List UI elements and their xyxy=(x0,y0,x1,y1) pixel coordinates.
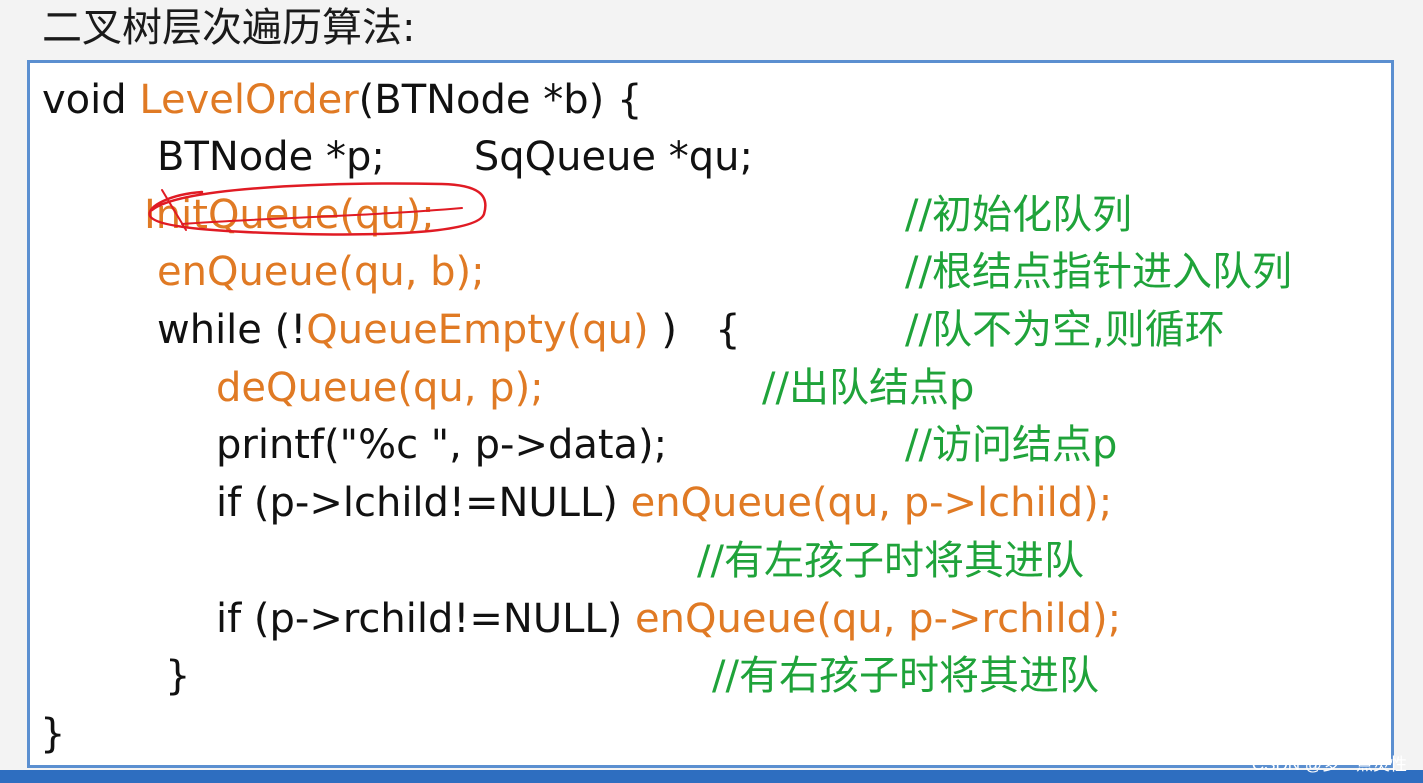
code-token: } xyxy=(40,711,66,757)
code-token: BTNode *p; SqQueue *qu; xyxy=(157,134,753,180)
code-comment: //出队结点p xyxy=(762,365,975,411)
code-line: enQueue(qu, b); xyxy=(157,244,485,300)
code-line: if (p->lchild!=NULL) enQueue(qu, p->lchi… xyxy=(216,475,1112,531)
bottom-band xyxy=(0,770,1423,783)
code-token: if (p->lchild!=NULL) xyxy=(216,480,631,526)
code-token: (BTNode *b) { xyxy=(358,77,643,123)
code-function-token: enQueue(qu, p->lchild); xyxy=(630,480,1113,526)
code-line: deQueue(qu, p); xyxy=(216,360,544,416)
code-line: printf("%c ", p->data); xyxy=(216,417,667,473)
code-line: InitQueue(qu); xyxy=(144,187,435,243)
code-line: void LevelOrder(BTNode *b) { xyxy=(42,72,642,128)
code-token: ) { xyxy=(648,307,741,353)
code-comment: //初始化队列 xyxy=(905,192,1132,238)
code-comment: //队不为空,则循环 xyxy=(905,307,1225,353)
code-token: if (p->rchild!=NULL) xyxy=(216,596,636,642)
code-line: } xyxy=(165,648,190,704)
code-function-token: enQueue(qu, p->rchild); xyxy=(635,596,1122,642)
code-function-token: LevelOrder xyxy=(139,77,359,123)
code-line: while (!QueueEmpty(qu) ) { xyxy=(157,302,741,358)
code-line: if (p->rchild!=NULL) enQueue(qu, p->rchi… xyxy=(216,591,1121,647)
code-comment: //有左孩子时将其进队 xyxy=(697,538,1084,584)
code-function-token: QueueEmpty(qu) xyxy=(306,307,649,353)
code-token: } xyxy=(165,653,191,699)
code-line: } xyxy=(40,706,65,762)
code-token: void xyxy=(42,77,140,123)
code-comment: //有右孩子时将其进队 xyxy=(712,653,1099,699)
watermark: CSDN @多一点灵性 xyxy=(1251,755,1407,774)
code-comment: //根结点指针进入队列 xyxy=(905,249,1292,295)
code-box xyxy=(27,60,1394,768)
code-comment: //访问结点p xyxy=(905,422,1118,468)
code-token: printf("%c ", p->data); xyxy=(216,422,668,468)
code-function-token: enQueue(qu, b); xyxy=(157,249,485,295)
code-line: BTNode *p; SqQueue *qu; xyxy=(157,129,753,185)
code-function-token: deQueue(qu, p); xyxy=(216,365,544,411)
slide-title: 二叉树层次遍历算法: xyxy=(42,5,416,51)
code-function-token: InitQueue(qu); xyxy=(144,192,435,238)
code-token: while (! xyxy=(157,307,307,353)
